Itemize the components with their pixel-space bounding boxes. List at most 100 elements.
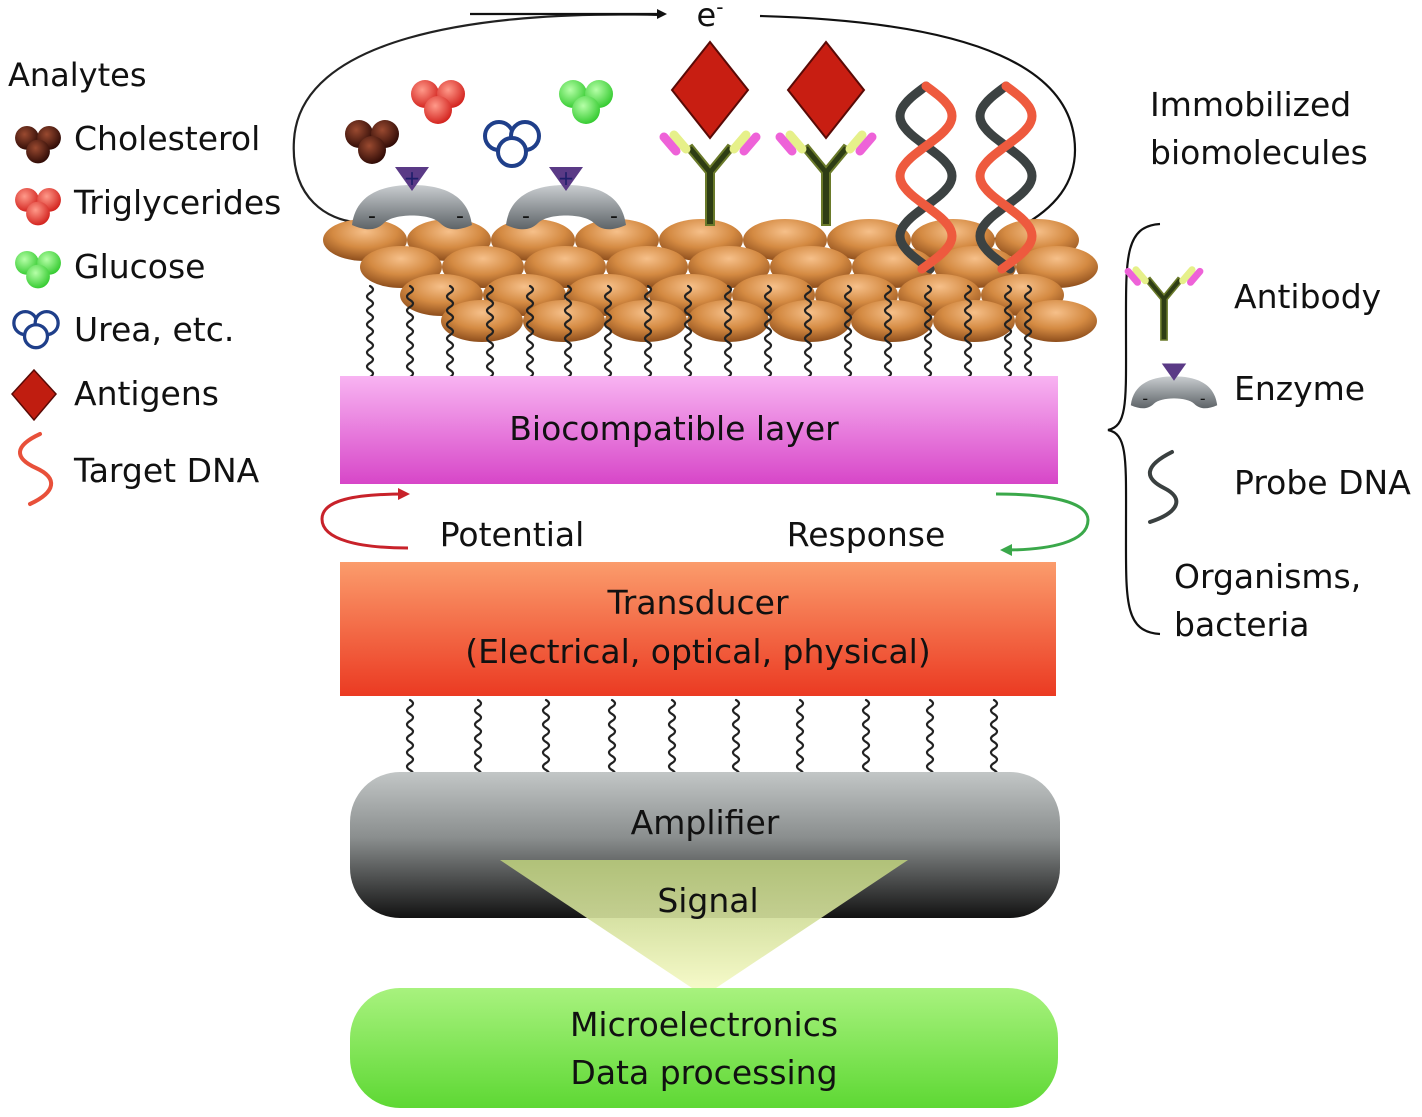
svg-text:-: - — [1200, 389, 1206, 408]
linker-chain — [603, 284, 613, 379]
linker-chain — [473, 698, 483, 779]
linker-chain — [541, 698, 551, 779]
linker-chain — [843, 284, 853, 379]
nanoparticle — [769, 300, 851, 342]
triglyceride-molecule — [411, 80, 465, 124]
linker-chain — [643, 284, 653, 379]
linker-chain — [861, 698, 871, 779]
antigen-2 — [786, 40, 866, 140]
linker-chain — [923, 284, 933, 379]
amplifier-label: Amplifier — [631, 803, 780, 842]
target-dna-icon — [18, 432, 54, 506]
data-processing-label: Data processing — [570, 1053, 837, 1092]
nanoparticle — [441, 300, 523, 342]
nanoparticle — [851, 300, 933, 342]
svg-text:-: - — [456, 204, 464, 229]
glucose-icon — [15, 251, 61, 289]
microelectronics-block — [350, 988, 1058, 1108]
enzyme-icon: - - — [1130, 363, 1218, 409]
surface-enzyme-2: + - - — [506, 166, 626, 230]
cholesterol-label: Cholesterol — [74, 119, 260, 158]
svg-text:-: - — [522, 204, 530, 229]
linkers-lower — [405, 698, 999, 779]
linker-chain — [795, 698, 805, 779]
dna-strand — [895, 81, 957, 274]
transducer-subtitle: (Electrical, optical, physical) — [465, 632, 930, 671]
nanoparticle-layer — [323, 219, 1098, 342]
glucose-label: Glucose — [74, 247, 205, 286]
linker-chain — [683, 284, 693, 379]
signal-funnel — [500, 860, 908, 996]
probe-dna-label: Probe DNA — [1234, 463, 1411, 502]
linker-chain — [445, 284, 455, 379]
urea-label: Urea, etc. — [74, 310, 234, 349]
response-label: Response — [787, 515, 946, 554]
triglycerides-icon — [15, 188, 61, 226]
linker-chain — [1003, 284, 1013, 379]
cholesterol-icon — [15, 126, 61, 164]
potential-arrow — [320, 488, 410, 550]
cholesterol-molecule — [345, 120, 399, 164]
enzyme-label: Enzyme — [1234, 369, 1365, 408]
linker-chain — [563, 284, 573, 379]
linker-chain — [723, 284, 733, 379]
linker-chain — [525, 284, 535, 379]
analytes-heading: Analytes — [8, 56, 147, 94]
surface-antibody-2 — [780, 135, 872, 225]
nanoparticle — [1015, 300, 1097, 342]
dna-strand — [895, 81, 957, 274]
antibody-label: Antibody — [1234, 277, 1381, 316]
linker-chain — [731, 698, 741, 779]
electron-label: e- — [697, 0, 724, 34]
linker-chain — [667, 698, 677, 779]
response-arrow — [995, 492, 1090, 556]
antibody-icon — [1128, 270, 1200, 340]
urea-icon — [12, 309, 60, 350]
linker-chain — [925, 698, 935, 779]
immobilized-heading-line1: Immobilized — [1150, 85, 1351, 124]
svg-text:+: + — [404, 166, 421, 190]
surface-enzyme-1: + - - — [352, 166, 472, 230]
electron-transfer-loop: e- — [292, 0, 1077, 279]
dna-strand — [975, 81, 1037, 274]
glucose-molecule — [559, 80, 613, 124]
transducer-title: Transducer — [606, 583, 789, 622]
svg-text:-: - — [1142, 389, 1148, 408]
nanoparticle — [933, 300, 1015, 342]
signal-label: Signal — [657, 881, 758, 920]
svg-text:-: - — [610, 204, 618, 229]
linker-chain — [485, 284, 495, 379]
organisms-label-line1: Organisms, — [1174, 557, 1361, 596]
linker-chain — [1023, 284, 1033, 379]
linker-chain — [883, 284, 893, 379]
organisms-label-line2: bacteria — [1174, 605, 1310, 644]
surface-antibody-1 — [664, 135, 756, 225]
linker-chain — [763, 284, 773, 379]
analytes-legend: Analytes Cholesterol Triglycerides Gluco… — [8, 56, 281, 506]
linker-chain — [989, 698, 999, 779]
probe-dna-icon — [1147, 450, 1179, 524]
biocompatible-label: Biocompatible layer — [509, 409, 839, 448]
svg-text:-: - — [368, 204, 376, 229]
amplifier-block — [350, 772, 1060, 918]
immobilized-heading-line2: biomolecules — [1150, 133, 1368, 172]
linkers-upper — [365, 284, 1033, 379]
potential-label: Potential — [440, 515, 585, 554]
svg-text:+: + — [558, 166, 575, 190]
linker-chain — [607, 698, 617, 779]
antigen-1 — [670, 40, 750, 140]
linker-chain — [405, 284, 415, 379]
transducer-layer — [340, 562, 1056, 696]
nanoparticle — [523, 300, 605, 342]
antigens-label: Antigens — [74, 374, 219, 413]
linker-chain — [405, 698, 415, 779]
dna-double-helix — [895, 81, 1037, 274]
biocompatible-layer — [340, 376, 1058, 484]
dna-strand — [975, 81, 1037, 274]
antigen-icon — [11, 368, 57, 422]
target-dna-label: Target DNA — [73, 451, 260, 490]
immobilized-legend: Immobilized biomolecules Antibody - - En… — [1107, 85, 1411, 644]
linker-chain — [803, 284, 813, 379]
microelectronics-label: Microelectronics — [570, 1005, 838, 1044]
